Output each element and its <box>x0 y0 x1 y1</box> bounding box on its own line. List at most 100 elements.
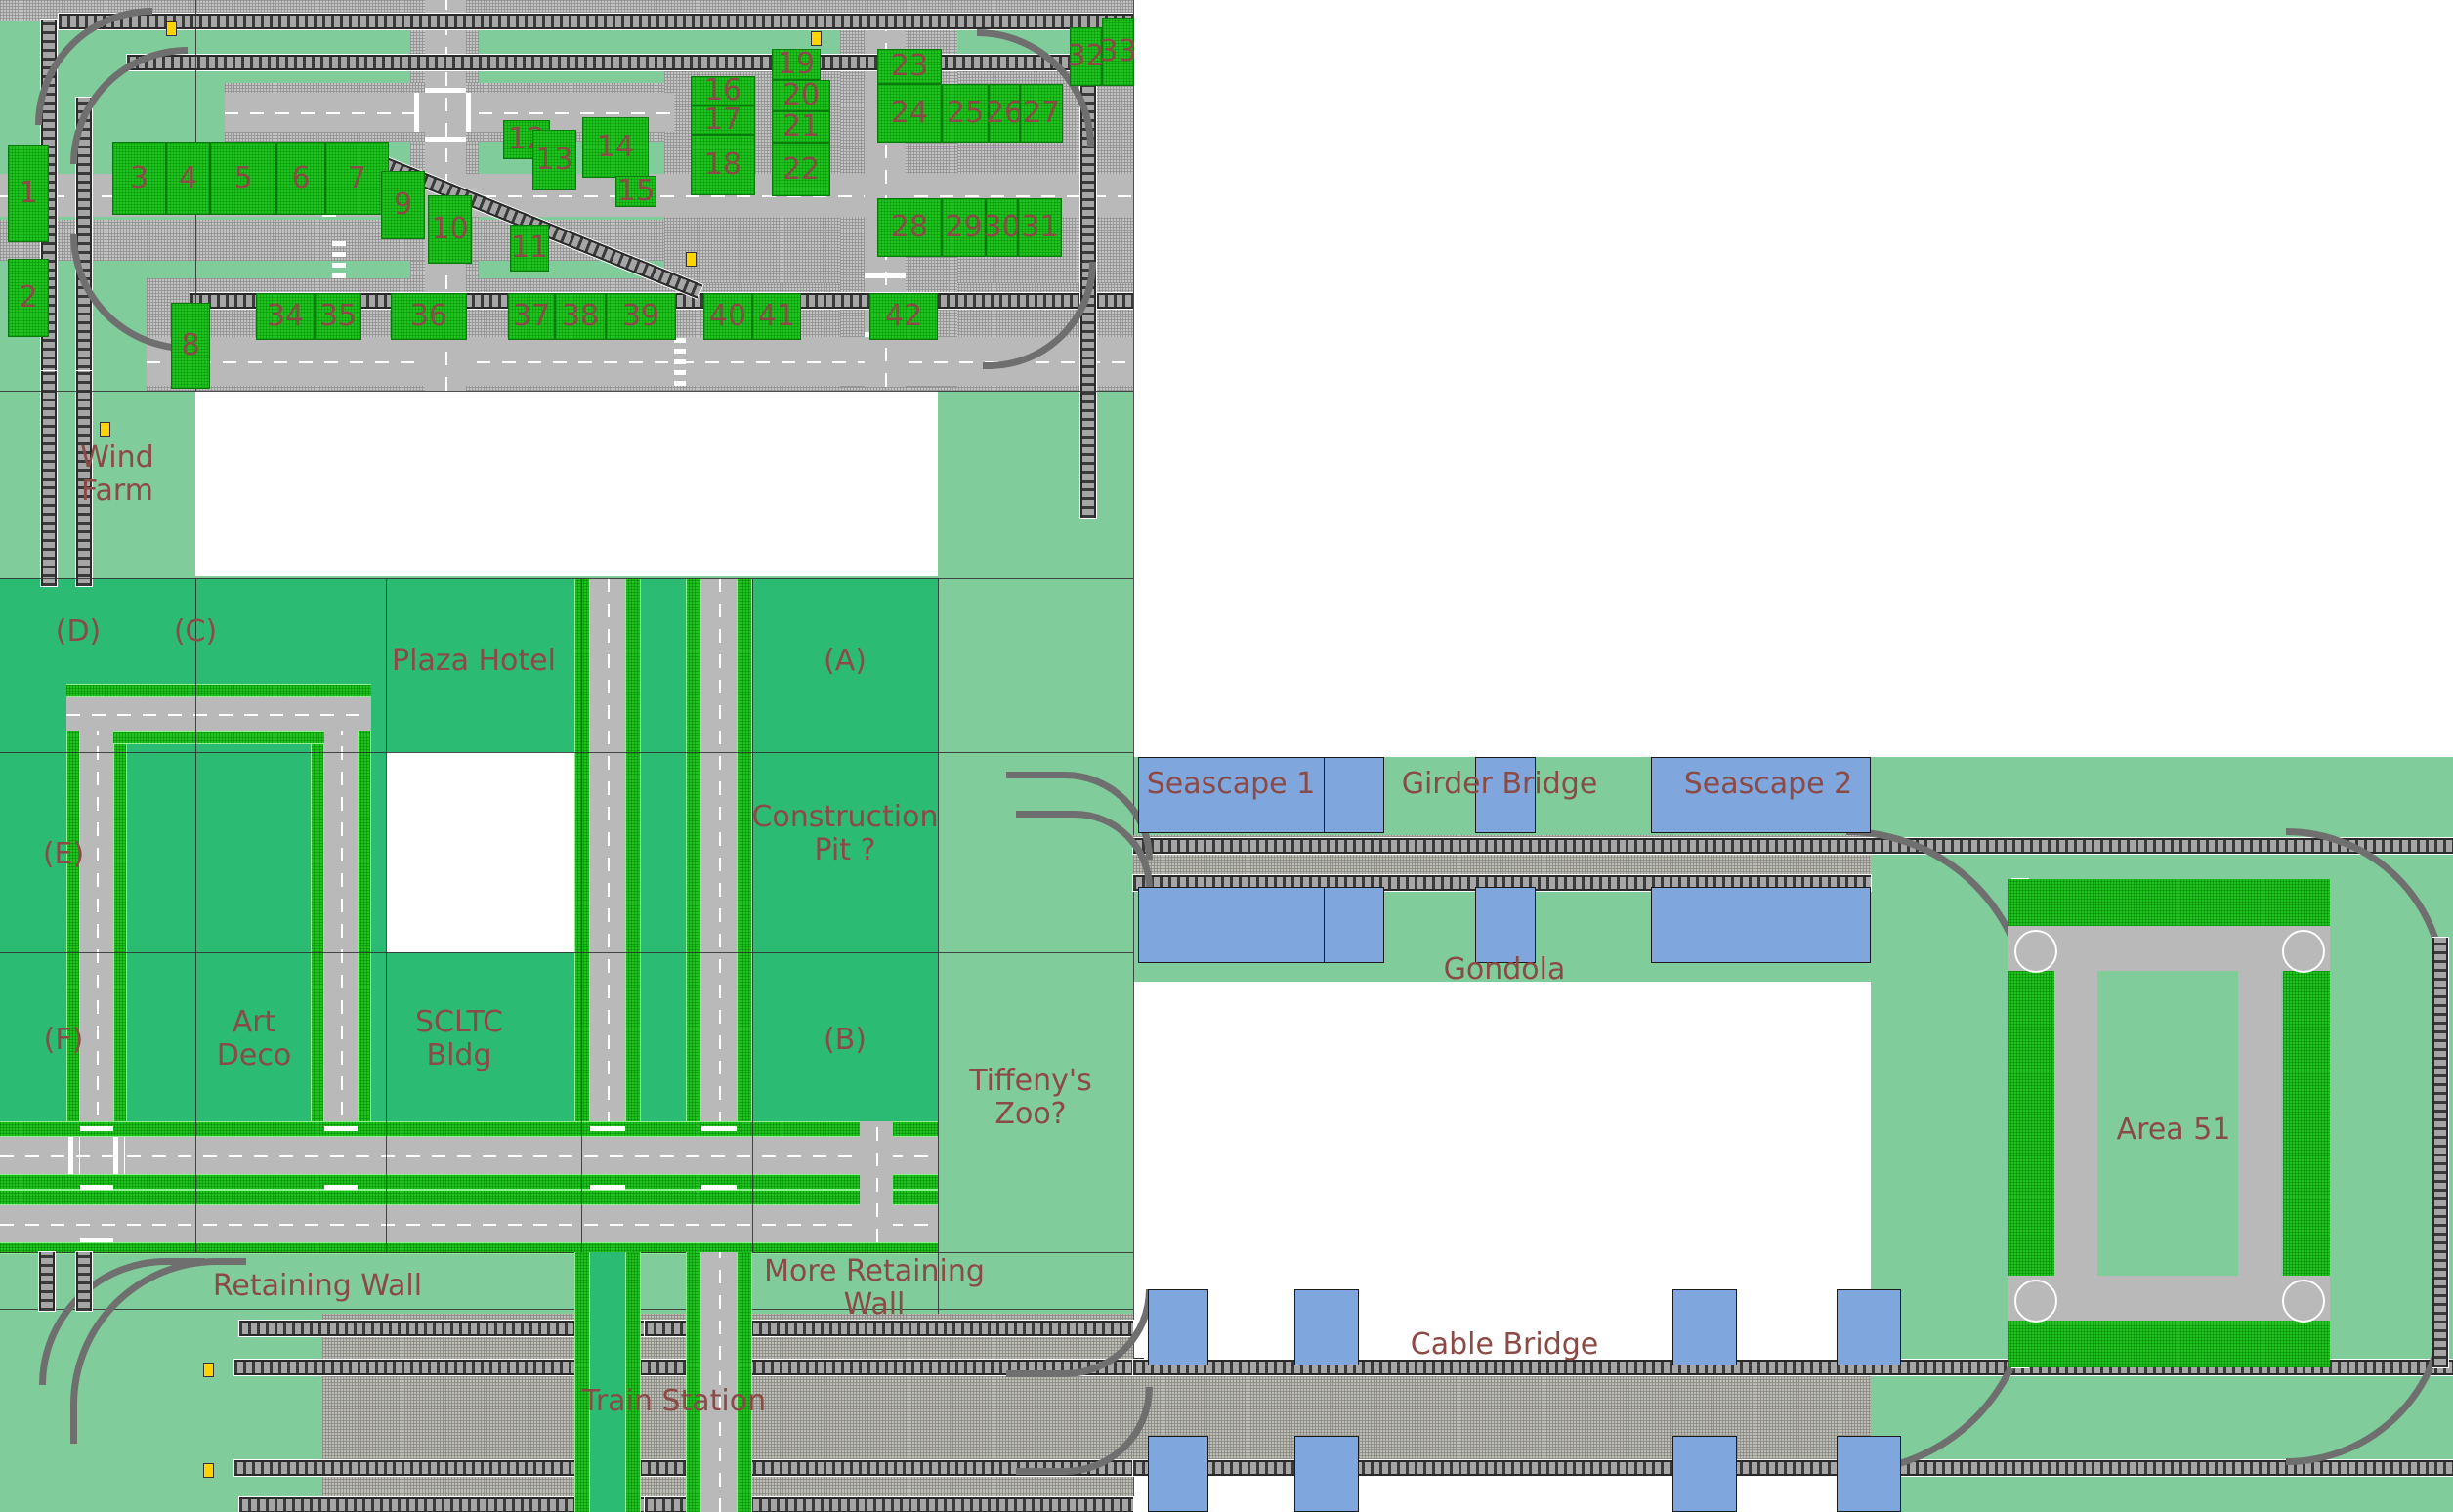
lot-number-label: 1 <box>19 176 38 210</box>
lot-37[interactable]: 37 <box>508 293 555 340</box>
lot-39[interactable]: 39 <box>606 293 676 340</box>
lot-5[interactable]: 5 <box>210 142 276 215</box>
lot-7[interactable]: 7 <box>325 142 389 215</box>
lot-30[interactable]: 30 <box>983 198 1021 257</box>
water-girder-pier-1 <box>1475 757 1536 833</box>
lot-23[interactable]: 23 <box>877 49 942 84</box>
lot-6[interactable]: 6 <box>276 142 325 215</box>
water-seascape-1-pier2 <box>1324 887 1384 963</box>
lot-31[interactable]: 31 <box>1018 198 1062 257</box>
lot-25[interactable]: 25 <box>942 84 989 143</box>
lot-8[interactable]: 8 <box>171 303 210 389</box>
lot-19[interactable]: 19 <box>772 49 821 80</box>
crosswalk-b1 <box>80 1121 113 1131</box>
lot-number-label: 11 <box>510 231 549 265</box>
area51-interior <box>2097 971 2238 1276</box>
water-cable-pier-1u <box>1148 1289 1208 1365</box>
lot-18[interactable]: 18 <box>691 135 755 195</box>
crosswalk-3 <box>414 93 425 132</box>
lot-42[interactable]: 42 <box>869 293 938 340</box>
grid-line-v4 <box>752 578 753 1252</box>
lot-number-label: 5 <box>233 160 253 195</box>
lot-36[interactable]: 36 <box>391 293 467 340</box>
station-siding-1 <box>239 1321 650 1336</box>
lot-40[interactable]: 40 <box>703 293 752 340</box>
water-cable-pier-3l <box>1672 1436 1737 1512</box>
lot-4[interactable]: 4 <box>166 142 210 215</box>
water-cable-pier-4u <box>1837 1289 1901 1365</box>
lot-number-label: 19 <box>777 47 816 81</box>
lot-number-label: 42 <box>884 299 923 333</box>
lot-3[interactable]: 3 <box>112 142 166 215</box>
lot-16[interactable]: 16 <box>691 76 755 105</box>
lot-10[interactable]: 10 <box>428 195 472 264</box>
void-upper-center <box>195 391 938 576</box>
crosswalk-b3 <box>80 1233 113 1242</box>
area51-grass-n <box>2008 879 2330 926</box>
grid-line-h0 <box>0 391 1133 392</box>
lot-24[interactable]: 24 <box>877 84 942 143</box>
lot-number-label: 40 <box>708 299 747 333</box>
station-platform <box>590 1252 625 1512</box>
lot-17[interactable]: 17 <box>691 105 755 135</box>
lot-15[interactable]: 15 <box>615 176 656 207</box>
lot-2[interactable]: 2 <box>8 259 49 337</box>
station-siding-3 <box>239 1497 650 1512</box>
curb-ave2-right <box>737 578 752 1252</box>
lot-41[interactable]: 41 <box>752 293 801 340</box>
lot-number-label: 39 <box>621 299 660 333</box>
lot-29[interactable]: 29 <box>942 198 986 257</box>
lot-11[interactable]: 11 <box>510 225 549 272</box>
station-track-vw1 <box>39 1252 55 1311</box>
lot-32[interactable]: 32 <box>1067 27 1105 86</box>
lot-34[interactable]: 34 <box>256 293 315 340</box>
grid-line-v6 <box>1133 0 1134 1512</box>
curb-blvd2-bot <box>0 1242 938 1254</box>
lot-number-label: 32 <box>1067 39 1105 73</box>
roundabout-se <box>2282 1280 2325 1323</box>
bridge-track-1 <box>1133 838 2453 854</box>
lot-9[interactable]: 9 <box>381 171 425 239</box>
lot-number-label: 18 <box>703 147 742 182</box>
lot-27[interactable]: 27 <box>1020 84 1063 143</box>
water-seascape-2-upper <box>1651 757 1871 833</box>
roundabout-ne <box>2282 930 2325 973</box>
water-seascape-1-pier <box>1324 757 1384 833</box>
lot-13[interactable]: 13 <box>532 130 576 190</box>
lot-number-label: 21 <box>782 109 821 144</box>
track-windfarm-a <box>41 371 57 586</box>
signal-north-1 <box>166 21 177 36</box>
water-cable-pier-1l <box>1148 1436 1208 1512</box>
curb-ave2-left <box>686 578 701 1252</box>
station-road <box>701 1252 737 1512</box>
lot-35[interactable]: 35 <box>315 293 361 340</box>
grid-line-h3 <box>0 952 1133 953</box>
crosswalk-b4 <box>68 1137 80 1174</box>
crosswalk-4 <box>466 93 477 132</box>
lot-1[interactable]: 1 <box>8 145 49 242</box>
crosswalk-b2 <box>80 1180 113 1190</box>
crosswalk-b5 <box>113 1137 125 1174</box>
track-windfarm-b <box>76 371 92 586</box>
water-seascape-1-upper <box>1138 757 1358 833</box>
lot-20[interactable]: 20 <box>772 80 830 111</box>
area51-road-w <box>2054 926 2097 1321</box>
lot-38[interactable]: 38 <box>555 293 606 340</box>
lot-28[interactable]: 28 <box>877 198 942 257</box>
lot-number-label: 37 <box>512 299 551 333</box>
lot-21[interactable]: 21 <box>772 111 830 143</box>
crosswalk-b10 <box>701 1121 737 1131</box>
curb-loop-outer-left <box>66 695 80 1242</box>
water-cable-pier-4l <box>1837 1436 1901 1512</box>
curb-uturn-top <box>752 1121 938 1137</box>
lot-33[interactable]: 33 <box>1099 18 1137 86</box>
lot-26[interactable]: 26 <box>986 84 1023 143</box>
boulevard-1 <box>0 1137 938 1174</box>
roundabout-nw <box>2014 930 2057 973</box>
lot-14[interactable]: 14 <box>582 117 649 178</box>
lot-22[interactable]: 22 <box>772 143 830 196</box>
lot-number-label: 20 <box>782 78 821 112</box>
curb-ave1-left <box>574 578 590 1252</box>
water-seascape-1-lower <box>1138 887 1358 963</box>
